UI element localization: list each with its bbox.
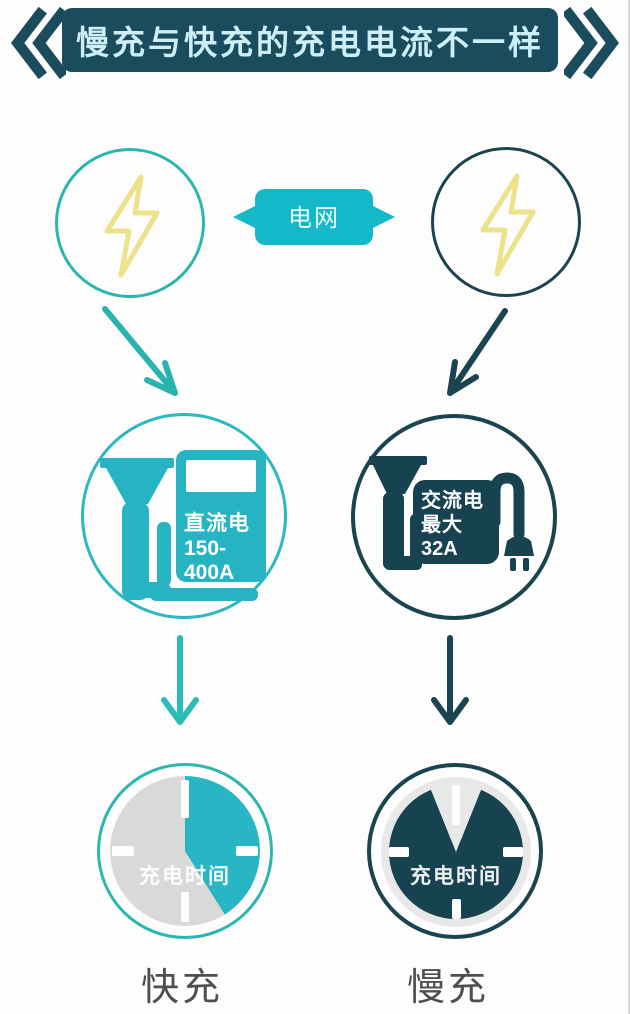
dc-label-line2: 150- [184, 537, 226, 560]
clock-label: 充电时间 [410, 865, 502, 889]
fast-charge-label: 快充 [140, 967, 223, 1009]
fast-power-circle [55, 148, 205, 298]
clock-hand-6 [181, 892, 189, 922]
clock-tick-3 [236, 846, 258, 856]
page-title: 慢充与快充的充电电流不一样 [76, 24, 544, 61]
slow-charger-circle: 交流电 最大 32A [351, 414, 557, 620]
fast-charger-circle: 直流电 150- 400A [81, 413, 287, 619]
double-chevron-right-icon [564, 6, 620, 80]
arrow-down-right-icon [102, 306, 178, 396]
dc-label-line1: 直流电 [184, 511, 250, 535]
dc-charging-station-icon: 直流电 150- 400A [100, 450, 266, 601]
fast-time-circle: 充电时间 [97, 763, 273, 939]
ac-label-line2: 最大 [421, 513, 463, 536]
ac-label-line1: 交流电 [421, 488, 484, 512]
slow-power-circle [431, 147, 581, 297]
clock-tick-3 [503, 847, 523, 857]
slow-time-circle: 充电时间 [367, 763, 543, 939]
lightning-icon [104, 174, 160, 278]
arrow-down-icon [161, 635, 199, 725]
clock-fill: 充电时间 [389, 785, 523, 919]
lightning-icon [480, 173, 536, 277]
clock-tick-9 [112, 846, 134, 856]
clock-hand-12 [181, 780, 189, 818]
clock-label: 充电时间 [139, 865, 231, 888]
ac-plug-charger-icon: 交流电 最大 32A [369, 456, 534, 571]
slow-charge-label: 慢充 [406, 967, 489, 1009]
arrow-down-icon [431, 635, 469, 725]
clock-hand-12 [452, 785, 460, 825]
clock-icon: 充电时间 [381, 777, 531, 927]
clock-tick-6 [452, 899, 461, 919]
clock-icon: 充电时间 [110, 776, 260, 926]
header-banner: 慢充与快充的充电电流不一样 [62, 8, 558, 72]
double-chevron-left-icon [10, 6, 66, 80]
grid-bubble: 电网 [233, 189, 395, 245]
arrow-down-left-icon [447, 308, 508, 396]
grid-label: 电网 [288, 205, 340, 232]
ac-label-line3: 32A [421, 538, 458, 560]
clock-tick-9 [389, 847, 409, 857]
dc-label-line3: 400A [184, 561, 234, 584]
